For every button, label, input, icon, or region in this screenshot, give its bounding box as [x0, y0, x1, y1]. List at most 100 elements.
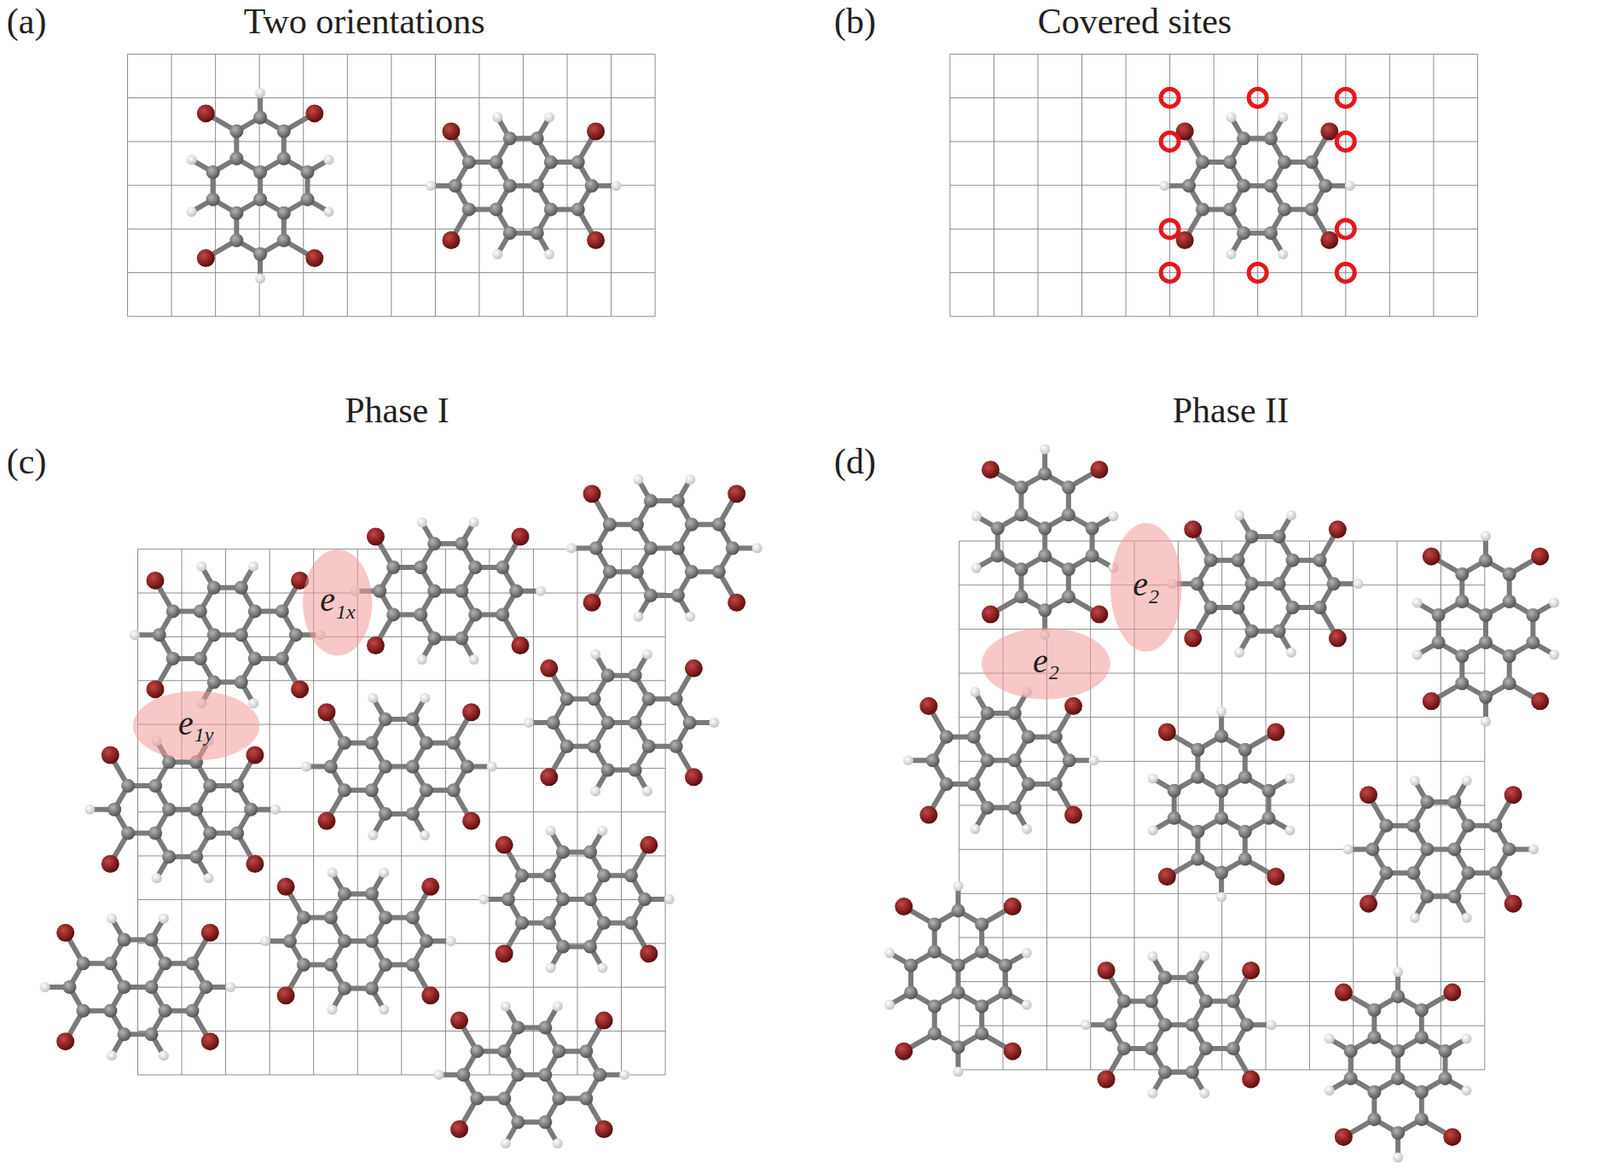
hydrogen-atom [1199, 950, 1210, 962]
hydrogen-atom [1234, 510, 1245, 521]
grid-line [138, 548, 667, 550]
carbon-atom [671, 588, 685, 603]
bromine-atom [684, 767, 703, 786]
ellipse-fill [302, 549, 372, 656]
hydrogen-atom [186, 154, 198, 165]
carbon-atom [234, 675, 249, 690]
carbon-atom [1014, 507, 1028, 522]
grid-line [1221, 540, 1223, 1070]
carbon-atom [939, 730, 954, 744]
carbon-atom [185, 956, 200, 970]
carbon-atom [950, 903, 965, 917]
carbon-atom [585, 179, 599, 193]
bromine-atom [1241, 1069, 1260, 1088]
interaction-ellipse: e1x [302, 549, 372, 656]
carbon-atom [296, 957, 311, 972]
carbon-atom [1478, 689, 1493, 704]
bromine-atom [684, 659, 703, 678]
carbon-atom [926, 753, 940, 767]
bromine-atom [1003, 897, 1022, 916]
carbon-atom [76, 1003, 91, 1018]
hydrogen-atom [1344, 180, 1356, 192]
carbon-atom [546, 715, 561, 730]
carbon-atom [378, 910, 393, 924]
carbon-atom [104, 956, 118, 970]
tetrabromopyrene-molecule [1080, 950, 1277, 1099]
hydrogen-atom [1284, 824, 1295, 835]
carbon-atom [1502, 676, 1517, 690]
grid-line [127, 185, 656, 186]
hydrogen-atom [969, 823, 980, 835]
hydrogen-atom [1039, 444, 1050, 455]
carbon-atom [927, 944, 942, 958]
carbon-atom [1223, 202, 1237, 216]
carbon-atom [1190, 824, 1205, 839]
carbon-atom [1204, 553, 1218, 568]
carbon-atom [1478, 635, 1493, 650]
hydrogen-atom [642, 785, 653, 796]
hydrogen-atom [1159, 180, 1170, 192]
carbon-atom [587, 691, 602, 706]
hydrogen-atom [969, 686, 980, 697]
bromine-atom [1089, 460, 1108, 479]
carbon-atom [1231, 600, 1246, 615]
carbon-atom [1304, 155, 1319, 169]
carbon-atom [1406, 865, 1421, 880]
hydrogen-atom [434, 1069, 445, 1080]
tetrabromopyrene-molecule [971, 444, 1119, 641]
bromine-atom [277, 877, 296, 896]
carbon-atom [950, 957, 965, 972]
hydrogen-atom [1199, 1088, 1210, 1099]
carbon-atom [542, 868, 557, 882]
hydrogen-atom [492, 249, 503, 260]
energy-label: e2 [1132, 567, 1160, 606]
carbon-atom [1420, 841, 1434, 856]
hydrogen-atom [1460, 1032, 1472, 1044]
hydrogen-atom [597, 962, 608, 973]
carbon-atom [587, 739, 602, 754]
grid-line [138, 986, 667, 988]
carbon-atom [253, 110, 267, 125]
hydrogen-atom [478, 893, 489, 905]
carbon-atom [1460, 818, 1475, 833]
hydrogen-atom [884, 999, 895, 1010]
carbon-atom [1420, 889, 1434, 904]
carbon-atom [501, 892, 516, 906]
carbon-atom [468, 560, 482, 574]
carbon-atom [468, 607, 482, 621]
hydrogen-atom [106, 913, 117, 924]
carbon-atom [1447, 794, 1461, 809]
hydrogen-atom [1216, 706, 1227, 717]
carbon-atom [510, 1067, 525, 1082]
carbon-atom [207, 627, 221, 642]
bromine-atom [290, 679, 309, 698]
bromine-atom [1422, 691, 1441, 710]
grid-line [950, 140, 1479, 142]
hydrogen-atom [544, 249, 555, 260]
hydrogen-atom [260, 935, 271, 946]
carbon-atom [637, 892, 652, 906]
carbon-atom [275, 603, 290, 618]
carbon-atom [117, 933, 132, 947]
bromine-atom [305, 249, 324, 267]
hydrogen-atom [446, 935, 457, 946]
carbon-atom [1365, 841, 1380, 856]
carbon-atom [1367, 1112, 1381, 1126]
bromine-atom [1003, 1042, 1022, 1061]
carbon-atom [601, 668, 615, 683]
tetrabromopyrene-molecule [434, 1000, 631, 1148]
bromine-atom [539, 659, 558, 678]
carbon-atom [1455, 594, 1469, 609]
carbon-atom [1037, 548, 1052, 563]
carbon-atom [538, 1067, 552, 1082]
hydrogen-atom [1392, 966, 1403, 977]
carbon-atom [1085, 521, 1100, 535]
carbon-atom [1245, 576, 1259, 591]
bromine-atom [1422, 547, 1441, 566]
bromine-atom [146, 571, 165, 590]
carbon-atom [63, 979, 77, 994]
carbon-atom [1414, 1030, 1429, 1044]
bromine-atom [1328, 629, 1347, 648]
bromine-atom [1097, 961, 1116, 980]
carbon-atom [166, 651, 180, 666]
